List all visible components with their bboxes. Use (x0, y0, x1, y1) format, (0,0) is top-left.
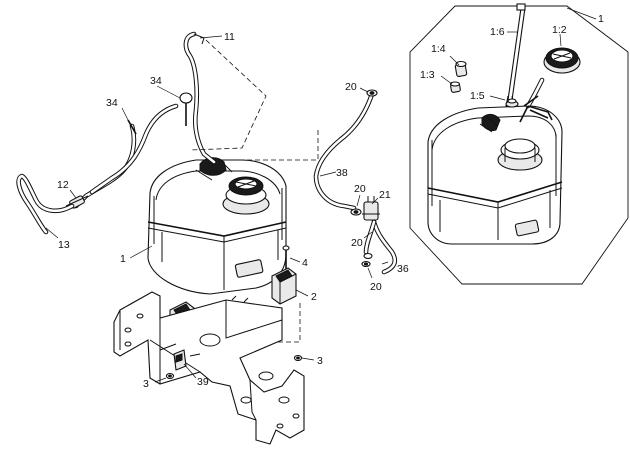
callout-20-top: 20 (345, 81, 357, 93)
fuel-line-36 (363, 219, 398, 275)
fitting-1-4 (454, 60, 468, 78)
cap-tether (519, 77, 553, 123)
nut-3-right (293, 354, 303, 362)
tie-strap-34 (179, 92, 193, 126)
callout-1-inset: 1 (598, 13, 604, 25)
callout-1-main: 1 (120, 253, 126, 265)
routing-line-b (236, 130, 319, 161)
main-fuel-tank (147, 157, 287, 295)
fuel-line-38 (313, 91, 375, 211)
callout-12: 12 (57, 179, 69, 191)
clip-39 (173, 349, 187, 371)
callout-1-4: 1:4 (431, 43, 446, 55)
callout-2: 2 (311, 291, 317, 303)
clamp-20-mid (350, 208, 362, 216)
inset-fuel-tank (427, 105, 563, 245)
mount-bracket-2 (271, 267, 297, 305)
callout-34-right: 34 (150, 75, 162, 87)
callout-36: 36 (397, 263, 409, 275)
callout-1-6: 1:6 (490, 26, 505, 38)
callout-1-3: 1:3 (420, 69, 435, 81)
callout-11: 11 (224, 31, 235, 43)
callout-1-5: 1:5 (470, 90, 485, 102)
inset-frame (409, 5, 629, 285)
callout-34-left: 34 (106, 97, 118, 109)
sender-rod (505, 3, 526, 107)
fuel-line-34 (73, 103, 179, 209)
bolt-4 (282, 245, 290, 272)
callout-38: 38 (336, 167, 348, 179)
callout-20-lower: 20 (351, 237, 363, 249)
clamp-20-lower (363, 252, 373, 260)
callout-3-left: 3 (143, 378, 149, 390)
routing-line-c (259, 300, 301, 343)
callout-1-2: 1:2 (552, 24, 567, 36)
clamp-20-bottom (361, 260, 371, 268)
routing-line-a (189, 39, 267, 151)
fuel-cap (543, 47, 581, 74)
clamp-20-top (366, 89, 378, 97)
callout-3-right: 3 (317, 355, 323, 367)
fitting-1-3 (449, 81, 461, 93)
grommet (505, 98, 519, 108)
chassis-frame (113, 291, 305, 445)
callout-4: 4 (302, 257, 308, 269)
fuel-line-13 (16, 173, 75, 235)
callout-21: 21 (379, 189, 391, 201)
vent-line-11 (183, 31, 217, 165)
nut-3-left (165, 372, 175, 380)
callout-20-bottom: 20 (370, 281, 382, 293)
callout-39: 39 (197, 376, 209, 388)
callout-13: 13 (58, 239, 70, 251)
valve-21 (362, 196, 380, 221)
callout-20-mid: 20 (354, 183, 366, 195)
